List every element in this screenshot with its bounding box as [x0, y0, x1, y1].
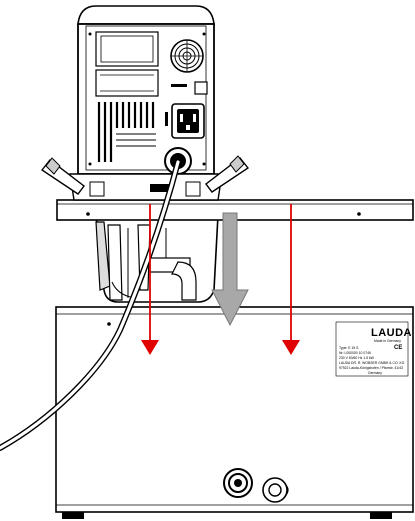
drain-valve-icon	[223, 468, 253, 498]
nameplate-address: 97922 Lauda-Königshofen / Pfarrstr. 41/4…	[339, 366, 403, 370]
nameplate-power: 230 V 50/60 Hz 1.5 kW	[339, 356, 374, 360]
fan-grille-icon	[170, 39, 204, 73]
pump-connector-icon	[262, 477, 289, 503]
nameplate-brand: LAUDA	[371, 327, 412, 339]
bath-foot-left	[62, 512, 84, 519]
alignment-arrow-left	[141, 204, 159, 355]
vent-grille	[97, 102, 155, 162]
nameplate-country: Germany	[368, 371, 382, 375]
mains-switch	[194, 81, 208, 95]
bath-foot-right	[370, 512, 392, 519]
power-socket-icon	[171, 103, 205, 139]
immersion-section	[95, 214, 219, 303]
nameplate-made-in: Made in Germany	[374, 339, 401, 343]
nameplate-maker: LAUDA DR. R. WOBSER GMBH & CO. KG	[339, 361, 405, 365]
nameplate-serial: Nr: L000000 10 0746	[339, 351, 371, 355]
nameplate-type: Type: E 15 S	[339, 346, 359, 350]
insert-direction-arrow	[211, 212, 249, 327]
power-cable	[0, 159, 181, 451]
alignment-arrow-right	[282, 204, 300, 355]
thermostat-head	[40, 5, 250, 201]
nameplate-ce-mark: CE	[394, 345, 403, 351]
nameplate	[335, 321, 409, 377]
